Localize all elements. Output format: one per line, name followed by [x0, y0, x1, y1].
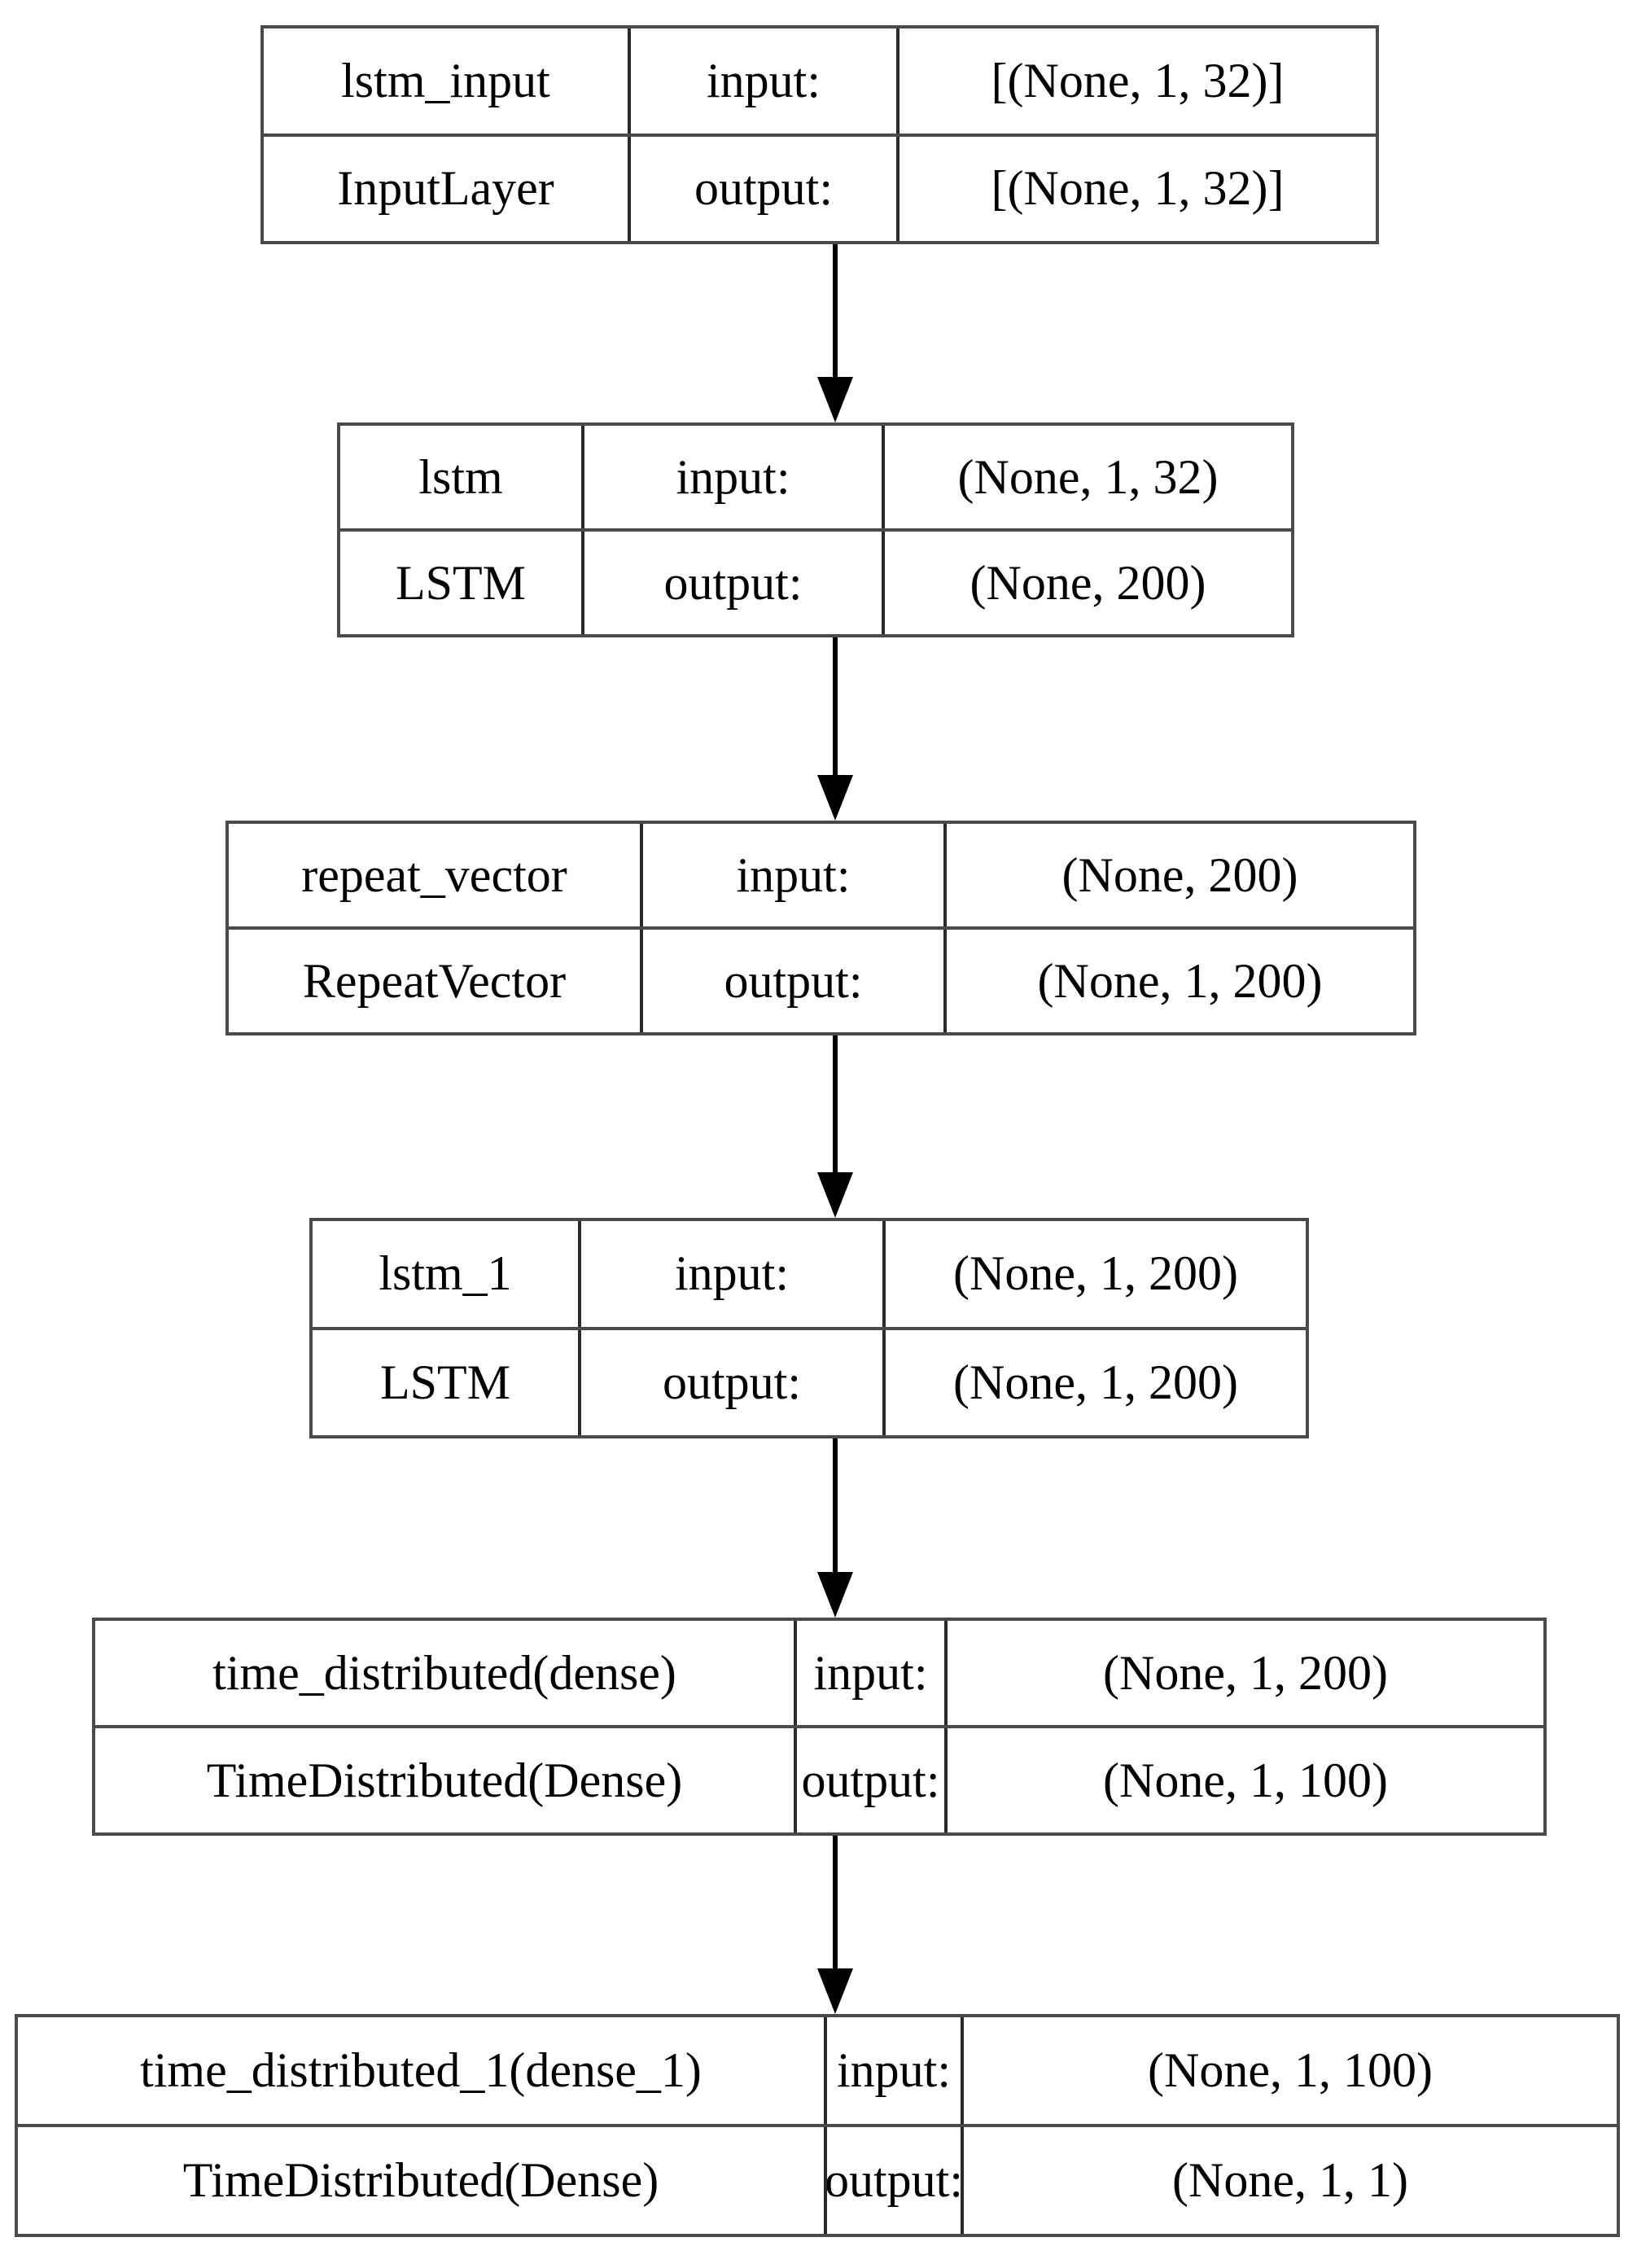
layer-type: LSTM — [313, 1329, 581, 1435]
edge-shaft — [833, 1035, 838, 1172]
edge-shaft — [833, 1836, 838, 1968]
arrowhead-icon — [817, 1572, 853, 1618]
node-row-output: TimeDistributed(Dense) output: (None, 1,… — [18, 2127, 1617, 2234]
edge-time-distributed-to-time-distributed-1 — [817, 1836, 853, 2014]
edge-lstm-to-repeat-vector — [817, 637, 853, 821]
layer-name: lstm_1 — [313, 1221, 581, 1327]
node-lstm-1[interactable]: lstm_1 input: (None, 1, 200) LSTM output… — [309, 1218, 1309, 1438]
node-row-input: lstm input: (None, 1, 32) — [340, 426, 1291, 532]
layer-name: time_distributed(dense) — [95, 1621, 797, 1725]
edge-lstm-input-to-lstm — [817, 244, 853, 423]
layer-type: LSTM — [340, 532, 584, 634]
io-label-input: input: — [643, 824, 947, 926]
io-label-input: input: — [584, 426, 885, 528]
layer-type: TimeDistributed(Dense) — [95, 1728, 797, 1832]
node-time-distributed-1[interactable]: time_distributed_1(dense_1) input: (None… — [15, 2014, 1620, 2237]
layer-name: lstm_input — [264, 28, 631, 134]
io-label-input: input: — [631, 28, 899, 134]
io-label-output: output: — [797, 1728, 948, 1832]
node-time-distributed[interactable]: time_distributed(dense) input: (None, 1,… — [92, 1618, 1547, 1836]
io-label-input: input: — [581, 1221, 886, 1327]
io-label-output: output: — [643, 930, 947, 1032]
node-row-output: TimeDistributed(Dense) output: (None, 1,… — [95, 1728, 1543, 1832]
node-repeat-vector[interactable]: repeat_vector input: (None, 200) RepeatV… — [225, 821, 1416, 1035]
node-row-input: lstm_input input: [(None, 1, 32)] — [264, 28, 1376, 137]
node-row-output: LSTM output: (None, 200) — [340, 532, 1291, 634]
node-lstm-input[interactable]: lstm_input input: [(None, 1, 32)] InputL… — [260, 25, 1379, 244]
edge-repeat-vector-to-lstm-1 — [817, 1035, 853, 1218]
edge-shaft — [833, 1438, 838, 1572]
shape-input: (None, 200) — [1061, 847, 1298, 902]
shape-output: (None, 200) — [970, 555, 1206, 610]
node-row-output: InputLayer output: [(None, 1, 32)] — [264, 136, 1376, 241]
io-label-output: output: — [581, 1329, 886, 1435]
io-label-input: input: — [797, 1621, 948, 1725]
edge-shaft — [833, 637, 838, 775]
io-label-output: output: — [584, 532, 885, 634]
arrowhead-icon — [817, 775, 853, 821]
layer-name: repeat_vector — [229, 824, 643, 926]
shape-input: (None, 1, 32) — [957, 449, 1219, 504]
io-label-output: output: — [631, 136, 899, 241]
shape-input: (None, 1, 100) — [1148, 2043, 1433, 2097]
arrowhead-icon — [817, 377, 853, 423]
layer-name: lstm — [340, 426, 584, 528]
shape-output: (None, 1, 1) — [1172, 2153, 1408, 2207]
node-row-input: time_distributed_1(dense_1) input: (None… — [18, 2017, 1617, 2127]
io-label-input: input: — [827, 2017, 964, 2124]
shape-output: [(None, 1, 32)] — [991, 161, 1285, 216]
layer-type: TimeDistributed(Dense) — [18, 2127, 827, 2234]
shape-output: (None, 1, 200) — [1037, 953, 1323, 1008]
shape-input: (None, 1, 200) — [1103, 1645, 1388, 1700]
arrowhead-icon — [817, 1172, 853, 1218]
node-row-input: repeat_vector input: (None, 200) — [229, 824, 1413, 930]
node-row-input: lstm_1 input: (None, 1, 200) — [313, 1221, 1306, 1330]
node-row-output: RepeatVector output: (None, 1, 200) — [229, 930, 1413, 1032]
arrowhead-icon — [817, 1968, 853, 2014]
shape-input: (None, 1, 200) — [953, 1246, 1238, 1301]
node-row-input: time_distributed(dense) input: (None, 1,… — [95, 1621, 1543, 1728]
shape-output: (None, 1, 200) — [953, 1355, 1238, 1409]
io-label-output: output: — [827, 2127, 964, 2234]
layer-type: InputLayer — [264, 136, 631, 241]
shape-output: (None, 1, 100) — [1103, 1753, 1388, 1807]
edge-shaft — [833, 244, 838, 377]
node-row-output: LSTM output: (None, 1, 200) — [313, 1329, 1306, 1435]
layer-name: time_distributed_1(dense_1) — [18, 2017, 827, 2124]
node-lstm[interactable]: lstm input: (None, 1, 32) LSTM output: (… — [337, 423, 1294, 637]
layer-type: RepeatVector — [229, 930, 643, 1032]
shape-input: [(None, 1, 32)] — [991, 53, 1285, 107]
edge-lstm-1-to-time-distributed — [817, 1438, 853, 1618]
